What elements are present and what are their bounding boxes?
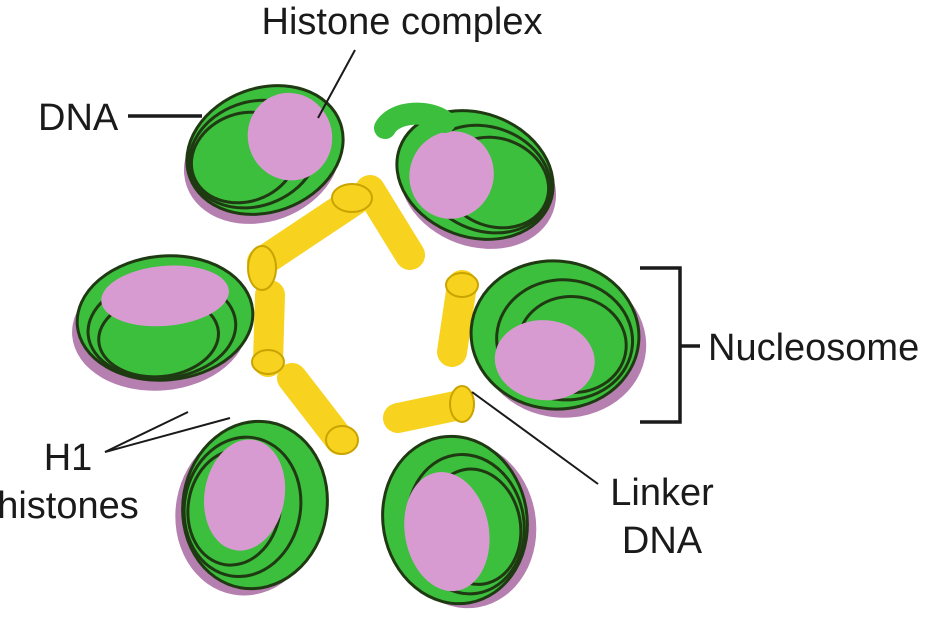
histone-octamer bbox=[494, 320, 595, 401]
histone-octamer bbox=[404, 472, 490, 592]
h1-histone-caps bbox=[247, 183, 479, 455]
h1-histone bbox=[331, 183, 373, 213]
h1-histone bbox=[325, 425, 359, 455]
nucleosome-label: Nucleosome bbox=[708, 327, 919, 369]
h1-leader-upper bbox=[104, 411, 189, 453]
h1-histones-label-line1: H1 bbox=[44, 437, 93, 479]
dna-label: DNA bbox=[38, 97, 119, 139]
h1-histone bbox=[449, 385, 475, 423]
nucleosome bbox=[72, 254, 255, 391]
h1-histone bbox=[251, 349, 285, 375]
h1-histone bbox=[445, 272, 479, 298]
h1-leader-lower bbox=[104, 417, 231, 453]
linker-dna-label-line1: Linker bbox=[610, 472, 714, 514]
h1-histones-label-line2: histones bbox=[0, 485, 139, 527]
histone-complex-label: Histone complex bbox=[262, 1, 543, 43]
nucleosome bbox=[395, 109, 557, 249]
histone-octamer bbox=[101, 265, 229, 327]
linker-dna-segment bbox=[355, 175, 425, 270]
nucleosome bbox=[381, 434, 537, 609]
histone-octamer bbox=[409, 131, 494, 219]
nucleosome bbox=[183, 84, 345, 224]
nucleosome bbox=[175, 419, 329, 596]
histone-complex-leader bbox=[317, 49, 356, 119]
linker-dna-segment bbox=[247, 185, 370, 277]
linker-dna-leader bbox=[471, 391, 599, 485]
nucleosome bbox=[469, 259, 647, 418]
dna-tail bbox=[374, 102, 456, 139]
histone-octamer bbox=[203, 439, 286, 551]
linker-dna-label-line2: DNA bbox=[622, 520, 703, 562]
histone-octamer bbox=[247, 92, 333, 181]
h1-histone bbox=[247, 245, 277, 291]
